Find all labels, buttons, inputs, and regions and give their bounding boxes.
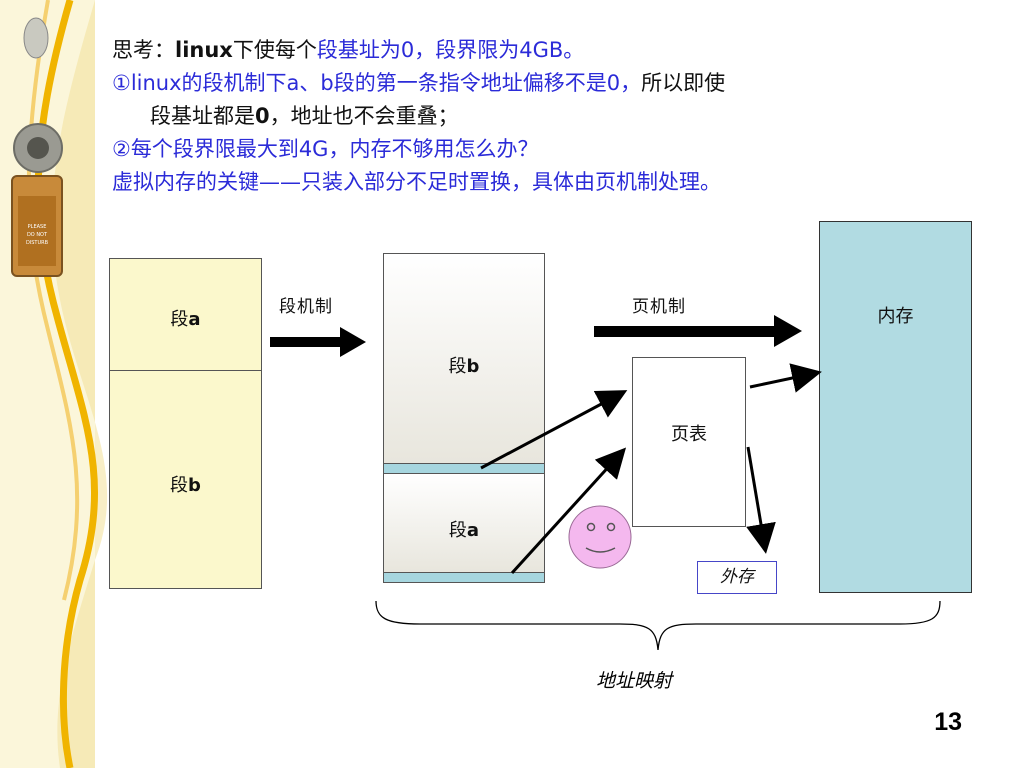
slide-text-block: 思考：linux下使每个段基址为0，段界限为4GB。 ①linux的段机制下a、… xyxy=(112,34,992,199)
left-segment-a-label: 段a xyxy=(170,309,201,330)
linear-segment-b-label: 段b xyxy=(448,356,480,377)
left-segment-b-label: 段b xyxy=(170,475,201,496)
memory-box: 内存 xyxy=(819,221,972,593)
line2-black: 所以即使 xyxy=(641,71,726,95)
segment-mechanism-arrow xyxy=(270,327,366,357)
smiley-face-icon xyxy=(568,505,632,569)
external-storage-box: 外存 xyxy=(697,561,777,594)
line1-linux: linux xyxy=(175,38,233,62)
line1-prefix: 思考： xyxy=(112,38,175,62)
text-line-5: 虚拟内存的关键——只装入部分不足时置换，具体由页机制处理。 xyxy=(112,170,721,194)
svg-text:DO NOT: DO NOT xyxy=(27,232,48,238)
line3-prefix: 段基址都是 xyxy=(150,104,255,128)
text-line-1: 思考：linux下使每个段基址为0，段界限为4GB。 xyxy=(112,34,992,67)
text-line-4: ②每个段界限最大到4G，内存不够用怎么办？ xyxy=(112,137,539,161)
left-segment-b-box: 段b xyxy=(109,370,262,589)
page-table-label: 页表 xyxy=(671,424,707,445)
page-mechanism-arrow xyxy=(594,315,802,347)
line1-highlight: 段基址为0，段界限为4GB。 xyxy=(316,38,585,62)
address-mapping-brace xyxy=(375,600,941,651)
segment-a-end-strip xyxy=(383,572,545,583)
text-line-3: 段基址都是0，地址也不会重叠； xyxy=(112,100,992,133)
memory-label: 内存 xyxy=(877,306,914,327)
svg-text:PLEASE: PLEASE xyxy=(28,224,47,230)
segment-mechanism-label: 段机制 xyxy=(279,297,333,317)
segment-a-to-page-table-arrow xyxy=(510,447,627,575)
line2-blue: ①linux的段机制下a、b段的第一条指令地址偏移不是0， xyxy=(112,71,642,95)
address-mapping-label: 地址映射 xyxy=(596,670,673,692)
segment-b-to-page-table-arrow xyxy=(480,390,628,470)
page-table-to-external-arrow xyxy=(746,446,776,554)
line3-suffix: ，地址也不会重叠； xyxy=(269,104,459,128)
door-hanger-icon: PLEASE DO NOT DISTURB xyxy=(11,17,63,277)
page-mechanism-label: 页机制 xyxy=(632,297,686,317)
page-table-to-memory-arrow xyxy=(749,363,822,393)
text-line-2: ①linux的段机制下a、b段的第一条指令地址偏移不是0，所以即使 xyxy=(112,67,992,100)
linear-segment-b-box: 段b xyxy=(383,253,545,464)
linear-segment-a-box: 段a xyxy=(383,473,545,573)
line1-middle: 下使每个 xyxy=(232,38,317,62)
svg-text:DISTURB: DISTURB xyxy=(26,240,49,246)
page-table-box: 页表 xyxy=(632,357,746,527)
line3-bold: 0 xyxy=(255,104,270,128)
linear-segment-a-label: 段a xyxy=(448,520,480,541)
page-number: 13 xyxy=(934,708,962,736)
